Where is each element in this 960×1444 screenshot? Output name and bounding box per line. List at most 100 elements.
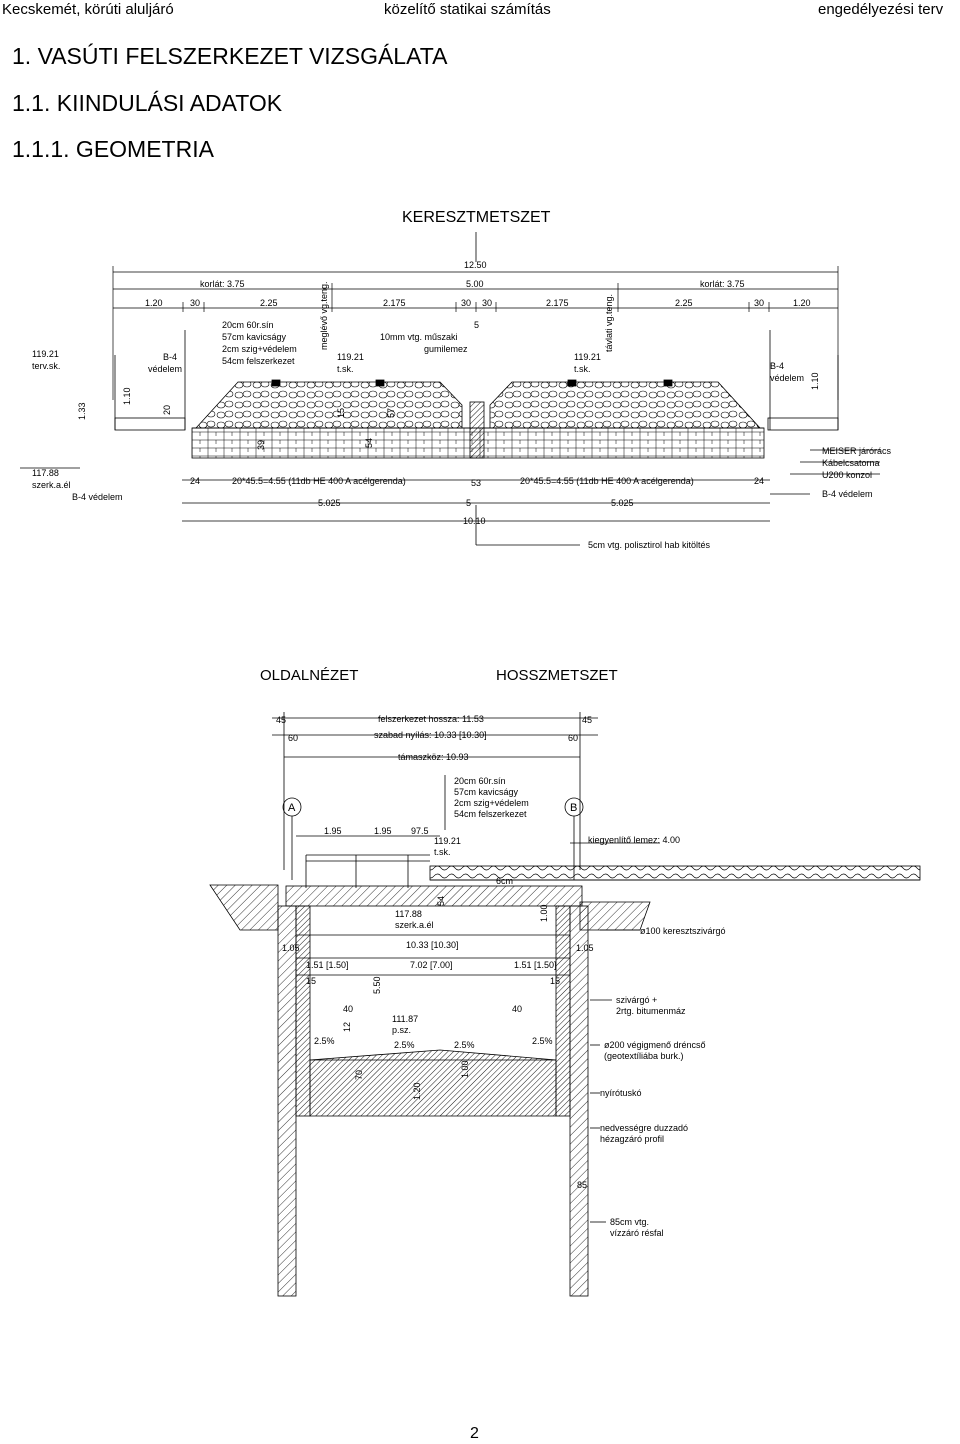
level-bottom: 117.88	[32, 468, 59, 478]
label-szivargo-1: szivárgó +	[616, 995, 657, 1005]
dim-60a: 60	[288, 733, 298, 743]
label-meglevo: meglévő vg.teng.	[319, 281, 329, 350]
dim-1033: 10.33 [10.30]	[406, 940, 459, 950]
dim-korlat-left: korlát: 3.75	[200, 279, 245, 289]
dim-54: 54	[436, 896, 446, 906]
dim-100b: 1.00	[460, 1060, 470, 1078]
b4-bottom: B-4 védelem	[72, 492, 123, 502]
dim-20: 20	[162, 405, 172, 415]
label-tamaszkoz: támaszköz: 10.93	[398, 752, 469, 762]
label-gumi-dim: 5	[474, 320, 479, 330]
dim-15b: 15	[550, 976, 560, 986]
dim-39: 39	[256, 440, 266, 450]
dim-5025a: 5.025	[318, 498, 341, 508]
long-section-title: HOSSZMETSZET	[496, 667, 618, 684]
level-low: 111.87	[392, 1014, 418, 1024]
layer-2: 57cm kavicságy	[222, 332, 287, 342]
dim-120b: 1.20	[793, 298, 811, 308]
circle-a: A	[288, 802, 296, 814]
slope-2: 2.5%	[394, 1040, 415, 1050]
dim-24a: 24	[190, 476, 200, 486]
dim-100: 1.00	[539, 904, 549, 922]
b4-right-2: védelem	[770, 373, 804, 383]
page-header: Kecskemét, körúti aluljáró közelítő stat…	[0, 0, 960, 22]
label-duzz-1: nedvességre duzzadó	[600, 1123, 688, 1133]
dim-6cm: 6cm	[496, 876, 513, 886]
layer-1: 20cm 60r.sín	[222, 320, 274, 330]
label-kiegyenlito: kiegyenlítő lemez: 4.00	[588, 835, 680, 845]
dim-975: 97.5	[411, 826, 429, 836]
dim-195a: 1.95	[324, 826, 342, 836]
dim-mid: 5.00	[466, 279, 484, 289]
dim-15: 15	[336, 408, 346, 418]
level-tsk-2: 119.21	[574, 352, 601, 362]
long-layer-2: 57cm kavicságy	[454, 787, 519, 797]
legend-4: B-4 védelem	[822, 489, 873, 499]
dim-105b: 1.05	[576, 943, 594, 953]
dim-85: 85	[577, 1180, 587, 1190]
dim-40a: 40	[343, 1004, 353, 1014]
label-gumi-1: 10mm vtg. műszaki	[380, 332, 458, 342]
level-bottom-sub: szerk.a.él	[32, 480, 71, 490]
dim-70: 70	[354, 1070, 364, 1080]
label-polisztirol: 5cm vtg. polisztirol hab kitöltés	[588, 540, 711, 550]
height-133: 1.33	[77, 402, 87, 420]
dim-15a: 15	[306, 976, 316, 986]
long-layer-3: 2cm szig+védelem	[454, 798, 529, 808]
heading-3: 1.1.1. GEOMETRIA	[12, 136, 214, 162]
legend-3: U200 konzol	[822, 470, 872, 480]
dim-30d: 30	[754, 298, 764, 308]
long-layer-1: 20cm 60r.sín	[454, 776, 506, 786]
b4-left-1: B-4	[163, 352, 177, 362]
dim-45a: 45	[276, 715, 286, 725]
label-tavlati: távlati vg.teng.	[604, 294, 614, 352]
dim-40b: 40	[512, 1004, 522, 1014]
dim-225b: 2.25	[675, 298, 693, 308]
dim-5025b: 5.025	[611, 498, 634, 508]
dim-30a: 30	[190, 298, 200, 308]
label-drain-1: ø200 végigmenő dréncső	[604, 1040, 706, 1050]
dim-2175b: 2.175	[546, 298, 569, 308]
dim-57: 57	[386, 408, 396, 418]
level-tsk-2-sub: t.sk.	[574, 364, 591, 374]
label-felszerkezet: felszerkezet hossza: 11.53	[378, 714, 484, 724]
slope-3: 2.5%	[454, 1040, 475, 1050]
level-left: 119.21	[32, 349, 59, 359]
dim-195b: 1.95	[374, 826, 392, 836]
label-gumi-2: gumilemez	[424, 344, 468, 354]
header-center: közelítő statikai számítás	[384, 1, 551, 18]
legend-2: Kábelcsatorna	[822, 458, 880, 468]
beam-right: 20*45.5=4.55 (11db HE 400 A acélgerenda)	[520, 476, 694, 486]
side-view-title: OLDALNÉZET	[260, 667, 358, 684]
dim-1010: 10.10	[463, 516, 486, 526]
header-left: Kecskemét, körúti aluljáró	[2, 1, 174, 18]
legend-1: MEISER járórács	[822, 446, 892, 456]
layer-3: 2cm szig+védelem	[222, 344, 297, 354]
level-top: 119.21	[434, 836, 461, 846]
dim-54: 54	[364, 438, 374, 448]
label-duzz-2: hézagzáró profil	[600, 1134, 664, 1144]
longitudinal-labels: OLDALNÉZET HOSSZMETSZET 45 45 60 60 fels…	[260, 667, 726, 1238]
dim-120a: 1.20	[145, 298, 163, 308]
dim-151b: 1.51 [1.50]	[514, 960, 557, 970]
height-110b: 1.10	[810, 372, 820, 390]
dim-60b: 60	[568, 733, 578, 743]
dim-151a: 1.51 [1.50]	[306, 960, 349, 970]
label-drain-2: (geotextíliába burk.)	[604, 1051, 684, 1061]
circle-b: B	[570, 802, 577, 814]
dim-24b: 24	[754, 476, 764, 486]
dim-105a: 1.05	[282, 943, 300, 953]
level-tsk-1: 119.21	[337, 352, 364, 362]
header-right: engedélyezési terv	[818, 1, 944, 18]
dim-45b: 45	[582, 715, 592, 725]
dim-30c: 30	[482, 298, 492, 308]
label-resfal-1: 85cm vtg.	[610, 1217, 649, 1227]
slope-1: 2.5%	[314, 1036, 335, 1046]
dim-53: 53	[471, 478, 481, 488]
dim-225a: 2.25	[260, 298, 278, 308]
level-mid: 117.88	[395, 909, 422, 919]
cross-section-labels: 12.50 korlát: 3.75 5.00 korlát: 3.75 1.2…	[32, 260, 892, 550]
dim-702: 7.02 [7.00]	[410, 960, 453, 970]
dim-550: 5.50	[372, 976, 382, 994]
